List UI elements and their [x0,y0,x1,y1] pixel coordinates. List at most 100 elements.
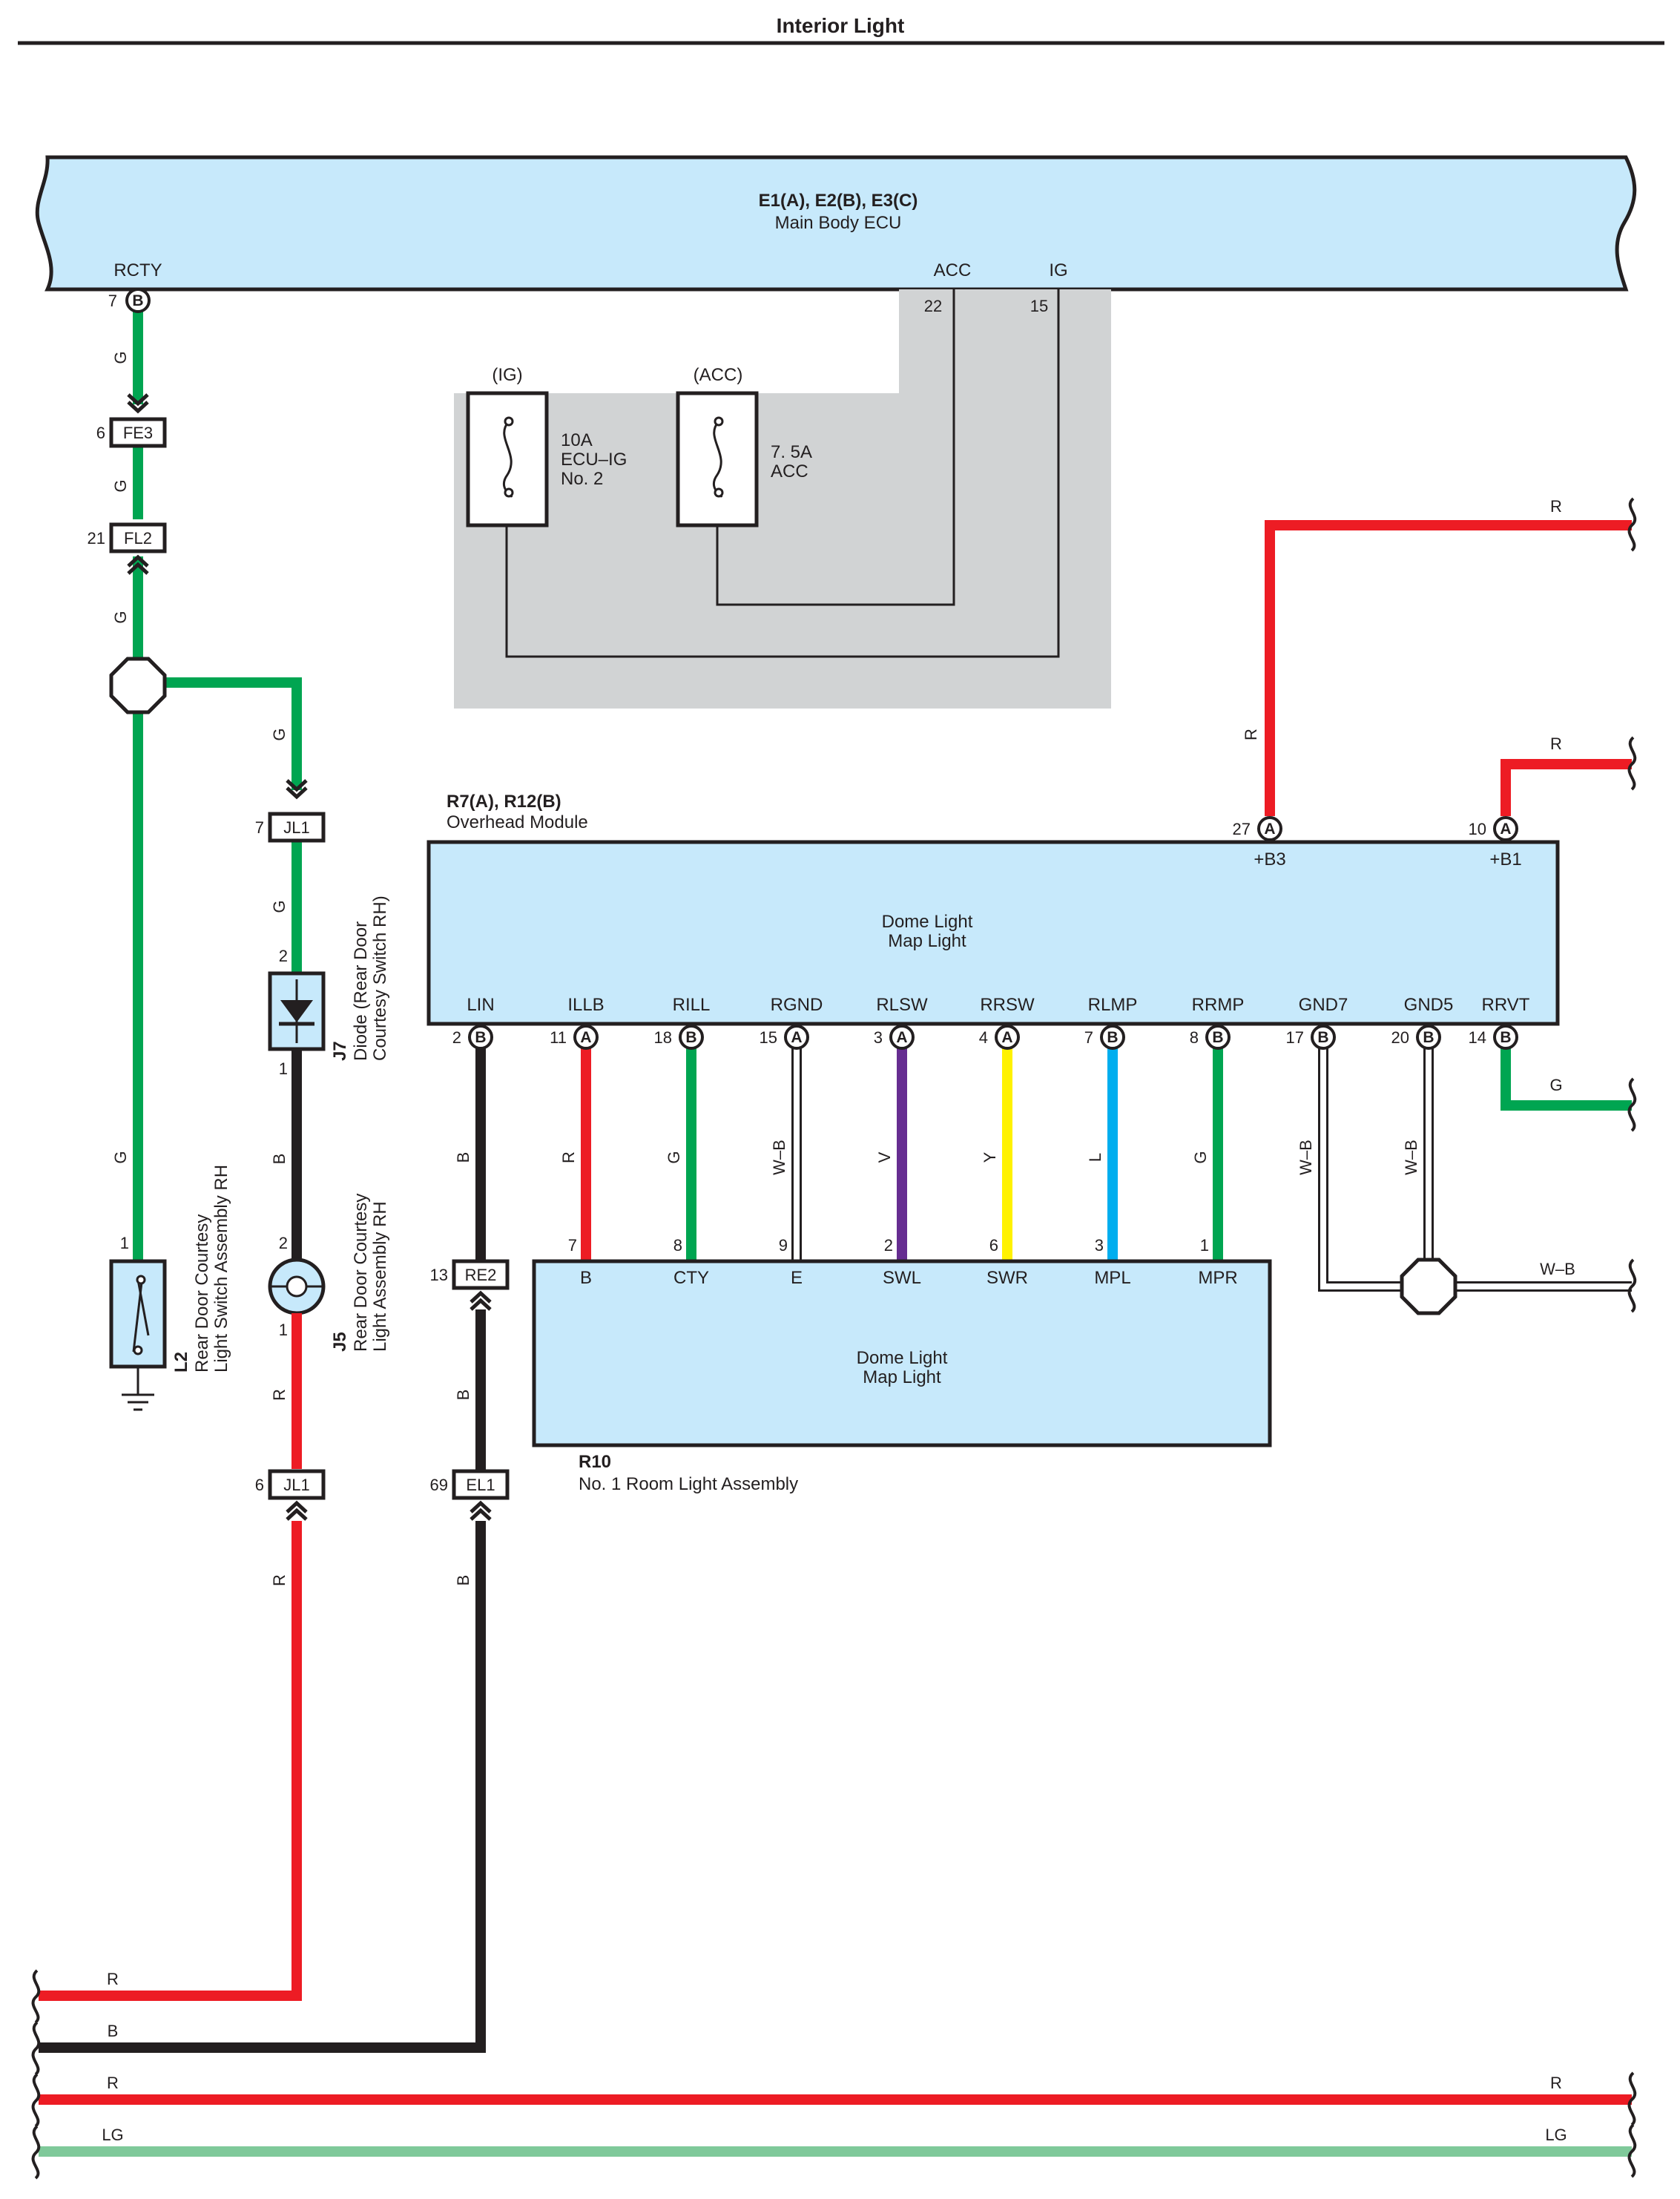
svg-text:2: 2 [452,1028,461,1047]
diode-name-1: Diode (Rear Door [351,921,371,1061]
diode-name-2: Courtesy Switch RH) [370,895,390,1061]
svg-text:9: 9 [779,1236,788,1255]
svg-text:B: B [454,1152,472,1163]
connector-fe3 [109,417,167,448]
svg-text:LG: LG [102,2126,123,2144]
pin-b3-circle [1257,816,1282,841]
jl1b-chevron [287,1503,306,1519]
svg-text:B: B [475,1029,486,1046]
diode-ref: J7 [330,1041,350,1061]
svg-text:V: V [875,1151,894,1163]
svg-text:FL2: FL2 [124,529,152,548]
svg-text:1: 1 [1200,1236,1209,1255]
svg-text:4: 4 [979,1028,988,1047]
svg-text:A: A [791,1029,802,1046]
svg-text:Map Light: Map Light [863,1367,941,1387]
pin-rrmp: RRMP B 8 [1190,995,1245,1050]
svg-text:G: G [1549,1076,1562,1094]
svg-text:G: G [111,611,130,623]
svg-text:FE3: FE3 [123,424,153,442]
ecu-pin-rcty: RCTY [113,260,162,280]
svg-text:RILL: RILL [673,995,711,1015]
lamp-name-1: Rear Door Courtesy [351,1194,371,1352]
svg-text:A: A [1001,1029,1012,1046]
room-pins: B 7 CTY 8 E 9 SWL 2 SWR 6 MPL 3 MPR 1 [568,1236,1238,1288]
pin-rrsw: RRSW A 4 [979,995,1035,1050]
svg-text:B: B [1107,1029,1118,1046]
svg-text:3: 3 [1095,1236,1104,1255]
ecu-pin-num-acc: 22 [924,297,942,315]
svg-text:RLSW: RLSW [876,995,928,1015]
fuse-ig-group: (IG) [492,365,522,385]
ecu-name: Main Body ECU [775,213,902,233]
pin-gnd5: GND5 B 20 [1391,995,1454,1050]
svg-text:CTY: CTY [673,1268,709,1288]
svg-text:RE2: RE2 [465,1266,497,1284]
wire-ig [505,289,1060,658]
fuse-acc-group: (ACC) [694,365,743,385]
re2-chevron [471,1293,490,1309]
svg-text:2: 2 [279,1234,288,1252]
wire-b-el1-bottom [39,1521,486,2053]
connector-el1 [452,1469,510,1500]
svg-text:B: B [1317,1029,1328,1046]
ecu-pin-ig: IG [1049,260,1067,280]
break-marks-right [1627,497,1637,2178]
connector-jl1a [268,812,326,843]
svg-text:G: G [270,728,289,740]
svg-text:B: B [685,1029,696,1046]
svg-text:W–B: W–B [770,1140,788,1175]
connector-re2 [452,1259,510,1290]
svg-text:18: 18 [654,1028,672,1047]
svg-text:R: R [270,1389,289,1401]
svg-text:1: 1 [120,1234,129,1252]
room-name: No. 1 Room Light Assembly [579,1474,798,1494]
svg-text:RGND: RGND [771,995,823,1015]
svg-text:R: R [1550,2074,1562,2092]
splice-g [109,657,167,714]
el1-chevron [471,1503,490,1519]
ecu-ref: E1(A), E2(B), E3(C) [759,191,918,211]
main-body-ecu-box [35,155,1637,292]
svg-text:SWL: SWL [883,1268,921,1288]
svg-text:8: 8 [673,1236,682,1255]
svg-text:MPL: MPL [1094,1268,1130,1288]
splice-wb [1400,1258,1457,1315]
svg-text:3: 3 [874,1028,883,1047]
svg-text:GND7: GND7 [1299,995,1348,1015]
svg-text:B: B [132,292,143,309]
svg-text:7: 7 [1084,1028,1093,1047]
svg-text:10: 10 [1469,820,1486,838]
svg-text:W–B: W–B [1402,1140,1420,1175]
wire-r-b3 [1265,520,1632,816]
svg-text:B: B [1212,1029,1223,1046]
svg-text:JL1: JL1 [283,818,309,837]
svg-text:G: G [111,479,130,492]
svg-text:R: R [1242,729,1260,740]
pin-rgnd: RGND A 15 [760,995,823,1050]
svg-text:R: R [107,2074,119,2092]
svg-text:RRSW: RRSW [980,995,1035,1015]
svg-text:1: 1 [279,1321,288,1339]
svg-text:RRMP: RRMP [1192,995,1245,1015]
svg-text:7: 7 [568,1236,577,1255]
svg-text:Dome Light: Dome Light [882,912,973,932]
svg-text:W–B: W–B [1540,1260,1575,1278]
switch-ref: L2 [171,1352,191,1373]
svg-text:G: G [270,900,289,913]
svg-text:G: G [111,351,130,364]
svg-text:A: A [1264,821,1275,838]
svg-text:LG: LG [1545,2126,1567,2144]
svg-text:JL1: JL1 [283,1476,309,1494]
svg-text:EL1: EL1 [466,1476,495,1494]
svg-text:L: L [1086,1153,1104,1162]
svg-text:11: 11 [550,1028,567,1047]
wire-acc [716,289,955,606]
svg-text:G: G [111,1151,130,1163]
pin-rlsw: RLSW A 3 [874,995,928,1050]
room-light-box [532,1259,1272,1447]
junction-block-area [454,289,1111,709]
svg-text:GND5: GND5 [1404,995,1454,1015]
overhead-ref: R7(A), R12(B) [447,792,561,812]
